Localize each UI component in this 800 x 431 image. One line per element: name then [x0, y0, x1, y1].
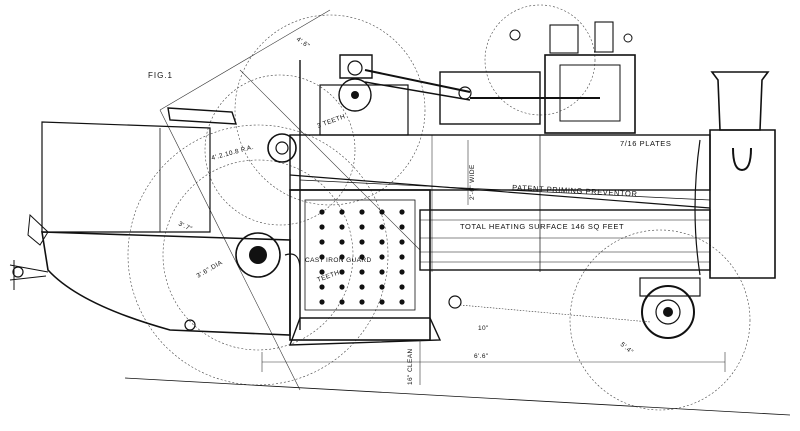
stay-rivet	[359, 209, 365, 215]
cylinder	[439, 21, 636, 134]
rear-axle	[184, 232, 281, 331]
radius-label-4: 10"	[478, 325, 489, 332]
guard-label: CAST IRON GUARD	[305, 257, 372, 264]
stay-rivet	[399, 224, 405, 230]
smokebox	[639, 71, 776, 297]
tender	[9, 107, 291, 336]
stay-rivet	[319, 239, 325, 245]
stay-rivet	[319, 284, 325, 290]
stay-rivet	[379, 239, 385, 245]
stay-rivet	[319, 299, 325, 305]
stay-rivet	[399, 209, 405, 215]
firebox-stays	[319, 209, 405, 305]
stay-rivet	[399, 299, 405, 305]
teeth-label-1: 3 TEETH	[316, 113, 346, 130]
stay-rivet	[399, 269, 405, 275]
radius-label-2: 3'.7"	[177, 220, 193, 233]
stay-rivet	[319, 224, 325, 230]
stay-rivet	[359, 239, 365, 245]
stay-rivet	[339, 239, 345, 245]
top-dim-label: 4'.6"	[295, 36, 311, 50]
stay-rivet	[379, 284, 385, 290]
stay-rivet	[339, 269, 345, 275]
stay-rivet	[319, 209, 325, 215]
valve-gear	[267, 54, 472, 330]
stay-rivet	[379, 269, 385, 275]
priming-label: PATENT PRIMING PREVENTOR	[512, 183, 638, 199]
ground-line	[124, 377, 791, 416]
stay-rivet	[359, 269, 365, 275]
stay-rivet	[339, 254, 345, 260]
stay-rivet	[379, 254, 385, 260]
stay-rivet	[359, 284, 365, 290]
front-axle	[448, 285, 695, 339]
stay-rivet	[359, 224, 365, 230]
fig-label: FIG.1	[148, 71, 173, 80]
construction-arcs	[127, 4, 751, 411]
heating-label: TOTAL HEATING SURFACE 146 SQ FEET	[460, 222, 624, 231]
stay-rivet	[359, 254, 365, 260]
stay-rivet	[379, 209, 385, 215]
stay-rivet	[339, 209, 345, 215]
stay-rivet	[379, 224, 385, 230]
wide-label: 2'-6" WIDE	[469, 164, 476, 200]
stay-rivet	[399, 239, 405, 245]
stay-rivet	[399, 284, 405, 290]
stay-rivet	[339, 299, 345, 305]
radius-label-3: 5'.4"	[619, 341, 635, 356]
plates-label: 7/16 PLATES	[620, 139, 672, 148]
radius-label-1: 4'.2.10.8 P.A.	[211, 144, 255, 162]
stay-rivet	[339, 284, 345, 290]
stay-rivet	[399, 254, 405, 260]
stay-rivet	[319, 269, 325, 275]
stay-rivet	[359, 299, 365, 305]
stay-rivet	[339, 224, 345, 230]
dimension-lines	[261, 140, 726, 385]
clean-label: 16" CLEAN	[407, 348, 414, 385]
stay-rivet	[379, 299, 385, 305]
dia-label: 3'.6".DIA	[196, 259, 225, 280]
stay-rivet	[319, 254, 325, 260]
span-label: 6'.6"	[474, 353, 489, 360]
